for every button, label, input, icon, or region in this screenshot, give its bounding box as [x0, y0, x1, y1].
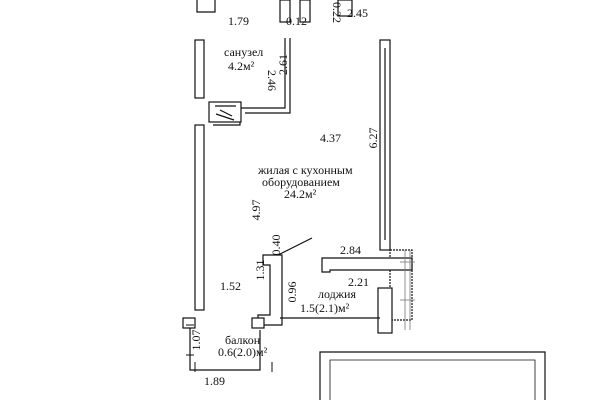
wall-left-exterior	[194, 39, 205, 99]
balcony-name: балкон	[225, 333, 261, 347]
wall-loggia-top	[321, 257, 413, 273]
wall-left-exterior-mid	[194, 124, 205, 311]
loggia-name: лоджия	[318, 287, 356, 301]
wall-top-left	[196, 0, 216, 13]
dim-4-97: 4.97	[249, 200, 263, 221]
living-name-line2: оборудованием	[262, 175, 340, 189]
adjacent-building	[319, 351, 546, 400]
loggia-area: 1.5(2.1)м²	[300, 301, 350, 315]
living-area: 24.2м²	[284, 187, 317, 201]
dim-4-37: 4.37	[320, 131, 341, 145]
dim-2-84: 2.84	[340, 243, 361, 257]
balcony-outline	[189, 318, 261, 371]
balcony-post-right	[251, 317, 265, 329]
dim-6-27: 6.27	[366, 128, 380, 149]
dim-1-89: 1.89	[204, 374, 225, 388]
dimension-ticks	[186, 324, 273, 372]
dim-1-31: 1.31	[253, 260, 267, 281]
dim-0-12: 0.12	[286, 14, 307, 28]
dim-1-52: 1.52	[220, 279, 241, 293]
wall-top-right-block	[337, 0, 353, 17]
dim-2-46: 2.46	[265, 70, 279, 91]
wall-bathroom-inner-b	[245, 38, 291, 114]
dim-2-21: 2.21	[348, 275, 369, 289]
dim-1-79: 1.79	[228, 14, 249, 28]
balcony-post-left	[182, 317, 196, 329]
dim-0-22: 0.22	[330, 2, 344, 23]
door-swing-line	[277, 237, 313, 256]
bathroom-name: санузел	[224, 45, 263, 59]
dim-0-96: 0.96	[285, 282, 299, 303]
dim-0-40: 0.40	[269, 235, 283, 256]
wall-bathroom-top-a	[279, 0, 291, 23]
wall-bathroom-top-b	[299, 0, 311, 23]
living-name-line1: жилая с кухонным	[257, 163, 353, 177]
right-hatch	[400, 250, 415, 330]
dim-1-07: 1.07	[189, 330, 203, 351]
walls	[182, 0, 415, 371]
wall-right-corner	[377, 287, 393, 334]
bathroom-area: 4.2м²	[228, 59, 255, 73]
dim-2-45: 2.45	[347, 6, 368, 20]
dim-2-61: 2.61	[276, 54, 290, 75]
balcony-area: 0.6(2.0)м²	[218, 345, 268, 359]
wall-partition-131	[257, 254, 283, 326]
